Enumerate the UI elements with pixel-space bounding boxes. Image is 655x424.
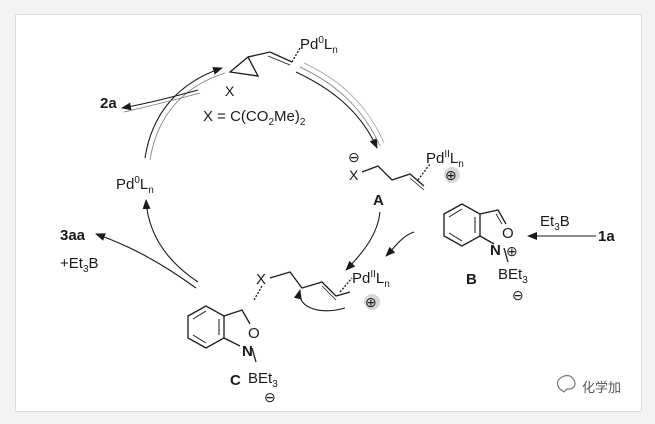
x-label-A: X bbox=[349, 167, 359, 183]
x-label-C: X bbox=[256, 271, 266, 288]
benzisoxazoline-C bbox=[187, 305, 257, 363]
o-label-C: O bbox=[248, 325, 260, 342]
n-label-B: N bbox=[490, 242, 501, 259]
label-C: C bbox=[230, 372, 241, 389]
allyl-chain-C bbox=[253, 271, 353, 301]
arc-A-to-C bbox=[345, 211, 381, 271]
plus-charge-B: ⊕ bbox=[506, 243, 518, 259]
arrow-C-curved bbox=[293, 289, 346, 312]
x-definition: X = C(CO2Me)2 bbox=[203, 108, 306, 128]
label-B: B bbox=[466, 271, 477, 288]
watermark-text: 化学加 bbox=[582, 380, 621, 396]
arrow-to-2a bbox=[121, 89, 199, 111]
pd0-left-label: Pd0Ln bbox=[116, 175, 154, 196]
arc-C-to-pd0 bbox=[142, 199, 199, 283]
minus-charge-C: ⊖ bbox=[264, 389, 276, 405]
bet3-label-C: BEt3 bbox=[248, 370, 278, 390]
pd0-top-label: Pd0Ln bbox=[300, 35, 338, 56]
minus-charge-B: ⊖ bbox=[512, 287, 524, 303]
plus-charge-C: ⊕ bbox=[365, 294, 377, 310]
pdII-A-label: PdIILn bbox=[426, 149, 464, 170]
minus-charge-A: ⊖ bbox=[348, 149, 360, 165]
bet3-label-B: BEt3 bbox=[498, 266, 528, 286]
benzisoxazole-B bbox=[443, 203, 509, 263]
plus-charge-A: ⊕ bbox=[445, 167, 457, 183]
allyl-chain-A bbox=[361, 163, 431, 191]
n-label-C: N bbox=[242, 343, 253, 360]
o-label-B: O bbox=[502, 225, 514, 242]
cycle-arrows bbox=[95, 62, 596, 312]
label-1a: 1a bbox=[598, 228, 615, 245]
et3b-reagent: Et3B bbox=[540, 213, 570, 233]
plus-bg-C bbox=[364, 294, 380, 310]
arc-top-to-A bbox=[295, 71, 378, 149]
vinylcyclopropane-pd0 bbox=[228, 47, 301, 77]
wechat-icon bbox=[556, 374, 576, 393]
label-2a: 2a bbox=[100, 95, 117, 112]
label-3aa: 3aa bbox=[60, 227, 86, 244]
arrow-B-to-cycle bbox=[385, 231, 415, 257]
pdII-C-label: PdIILn bbox=[352, 269, 390, 290]
x-ring-label: X bbox=[225, 83, 235, 99]
arrow-to-3aa bbox=[95, 233, 197, 289]
diagram-frame bbox=[15, 14, 642, 412]
label-A: A bbox=[373, 192, 384, 209]
plus-bg-A bbox=[444, 167, 460, 183]
watermark: 化学加 bbox=[556, 374, 621, 396]
et3b-byproduct: +Et3B bbox=[60, 255, 99, 275]
